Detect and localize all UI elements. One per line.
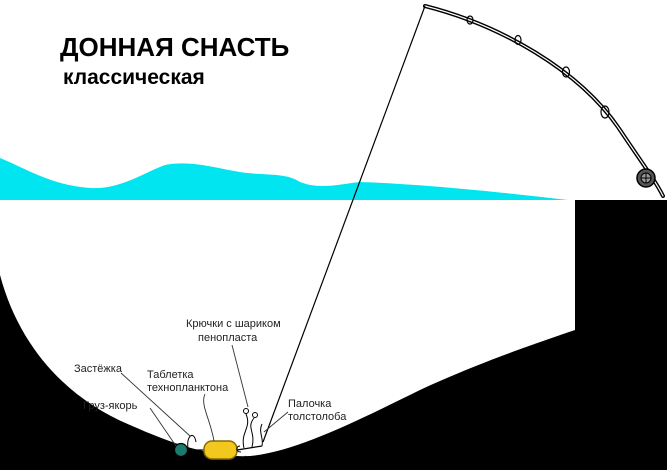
ground-bank [0,200,667,470]
hooks-icon [236,408,259,465]
clasp-icon [187,434,197,449]
sinker-weight [173,442,189,458]
label-tablet-1: Таблетка [147,369,194,381]
fishing-line [262,5,426,443]
label-clasp: Застёжка [74,363,123,375]
label-hooks-2: пенопласта [198,332,258,344]
rod-blank-inner [424,5,664,197]
rod-guide-2 [514,34,522,46]
label-pointers [120,344,289,447]
reel-icon [636,168,656,188]
rod-guide-4 [600,105,610,119]
title-line-1: ДОННАЯ СНАСТЬ [60,32,289,62]
label-sinker: Груз-якорь [83,400,138,412]
rod-blank [423,4,665,198]
rig-connector-2 [236,445,263,451]
title-line-2: классическая [63,66,205,89]
bottom-rig [173,408,263,465]
water-surface [0,158,568,200]
label-tablet-2: технопланктона [147,382,229,394]
fishing-rod [423,4,665,198]
rod-guide-3 [561,66,571,78]
label-stick-2: толстолоба [288,411,347,423]
plankton-tablet [203,440,238,460]
label-stick-1: Палочка [288,398,332,410]
stick-icon [260,423,263,447]
rod-guide-1 [466,15,474,25]
label-hooks-1: Крючки с шариком [186,318,281,330]
